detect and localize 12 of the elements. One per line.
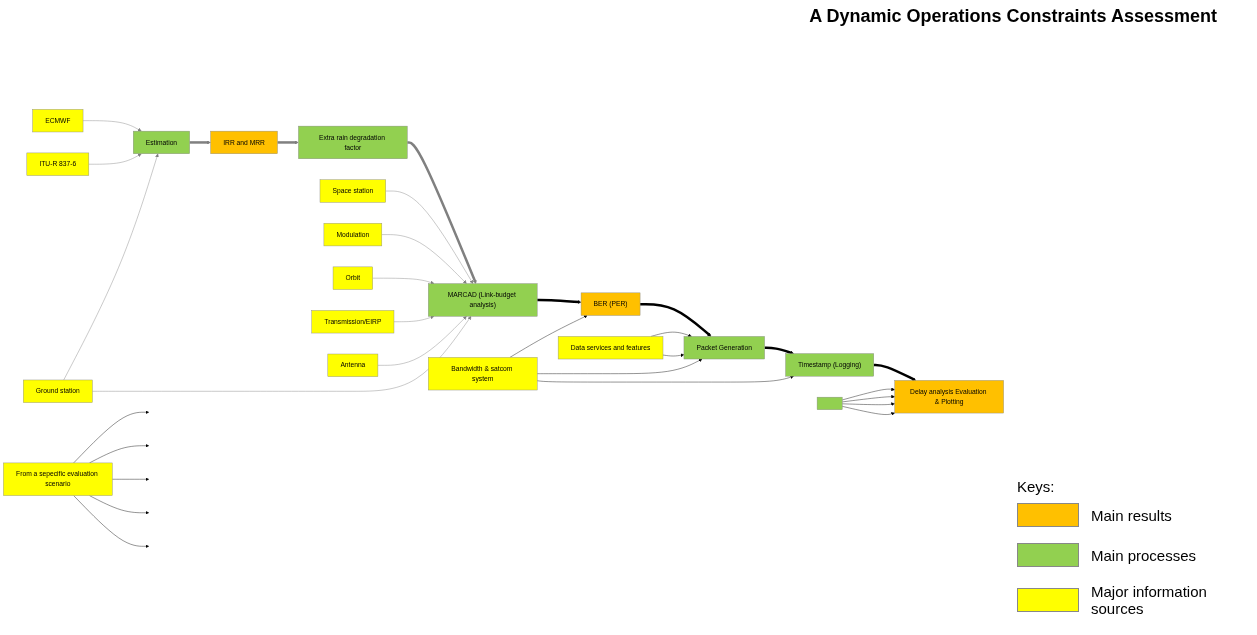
arrow xyxy=(277,140,299,145)
diagram-title: A Dynamic Operations Constraints Assessment xyxy=(809,6,1217,27)
arrow xyxy=(764,346,794,355)
arrow xyxy=(407,141,477,284)
legend-label: Major information sources xyxy=(1091,583,1208,617)
arrow xyxy=(189,140,211,145)
legend-label: Main results xyxy=(1091,506,1172,524)
legend-heading: Keys: xyxy=(1017,478,1056,495)
arrow xyxy=(873,363,916,381)
legend-label: Main processes xyxy=(1091,546,1197,564)
arrow xyxy=(537,298,582,304)
node-box xyxy=(816,396,843,410)
